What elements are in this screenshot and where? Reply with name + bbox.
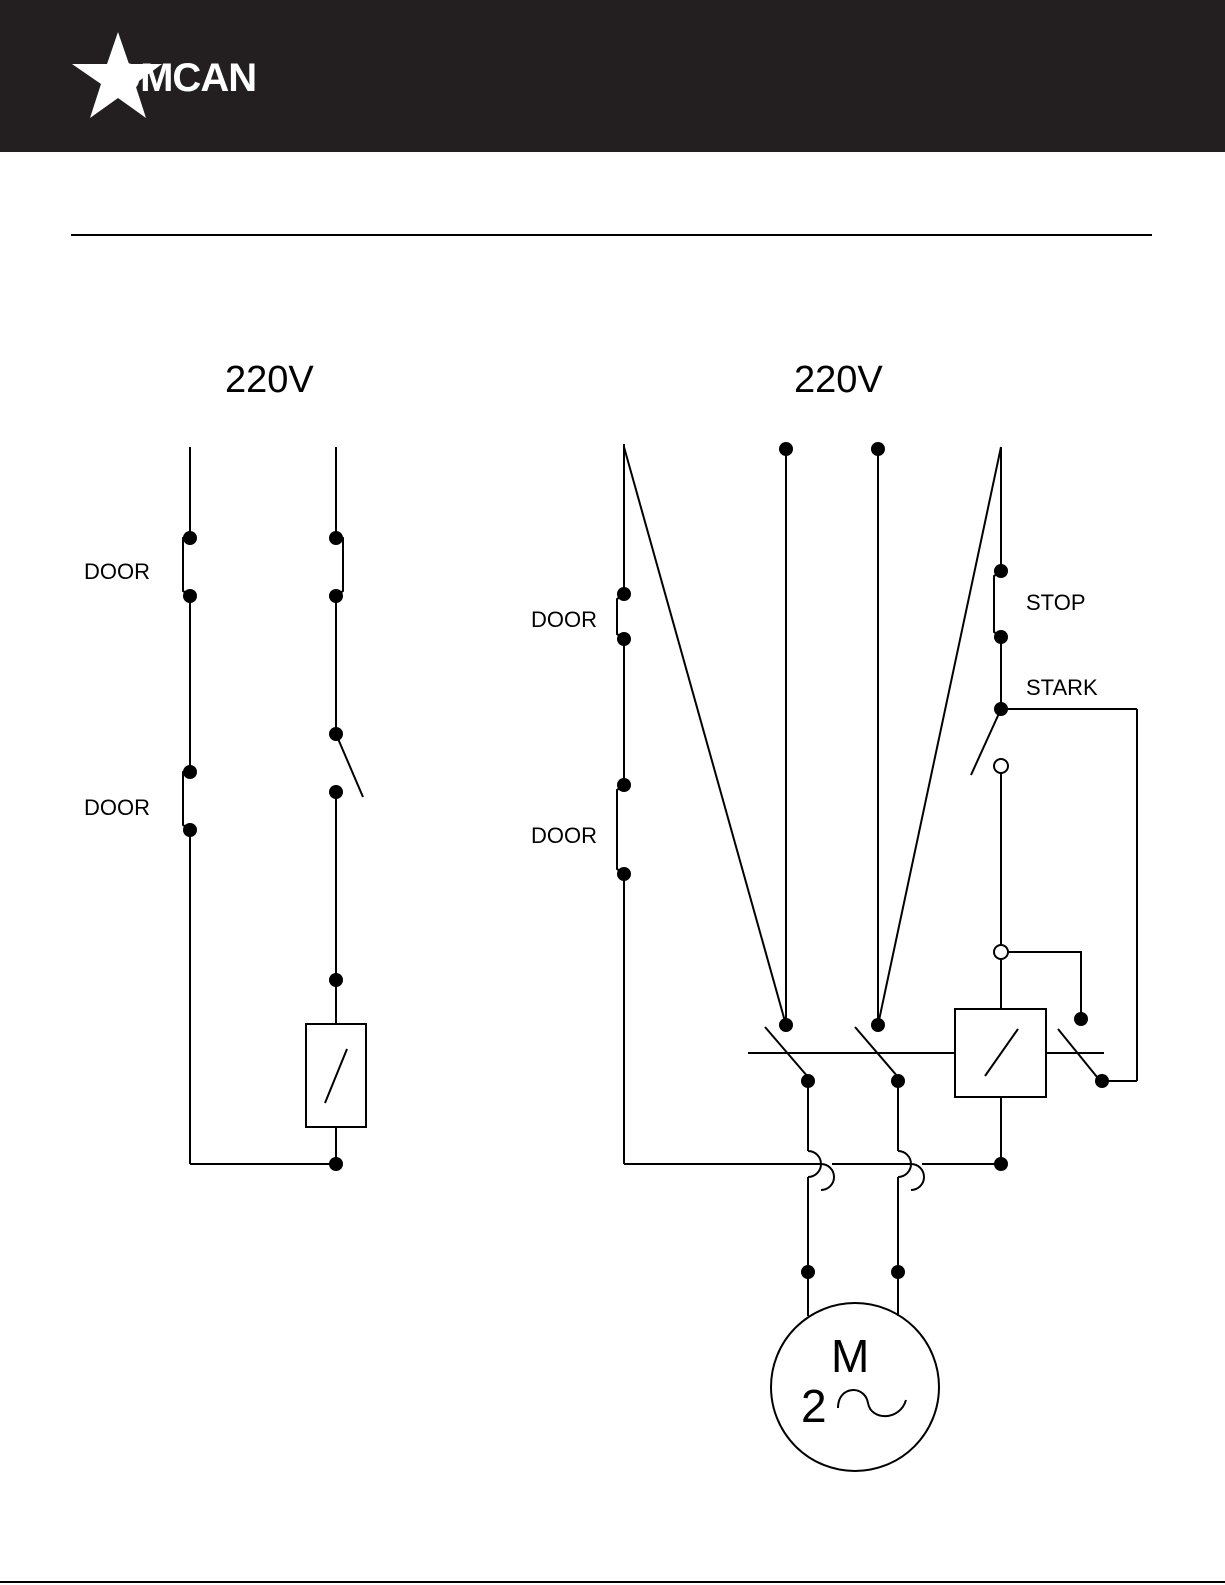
right-stop-switch-contact (994, 571, 1001, 637)
motor-phases: 2 (801, 1380, 827, 1432)
right-door-label-1: DOOR (531, 607, 597, 632)
right-door-switch-2-contact (617, 785, 624, 874)
left-voltage-label: 220V (225, 359, 314, 401)
start-label: STARK (1026, 675, 1098, 700)
left-door-label-2: DOOR (84, 795, 150, 820)
motor-symbol (771, 1303, 939, 1471)
ac-wave-icon (838, 1390, 906, 1416)
stop-label: STOP (1026, 590, 1086, 615)
right-voltage-label: 220V (794, 359, 883, 401)
motor-letter: M (831, 1330, 869, 1382)
bottom-rule (0, 1581, 1225, 1583)
left-door-label-1: DOOR (84, 559, 150, 584)
right-door-label-2: DOOR (531, 823, 597, 848)
